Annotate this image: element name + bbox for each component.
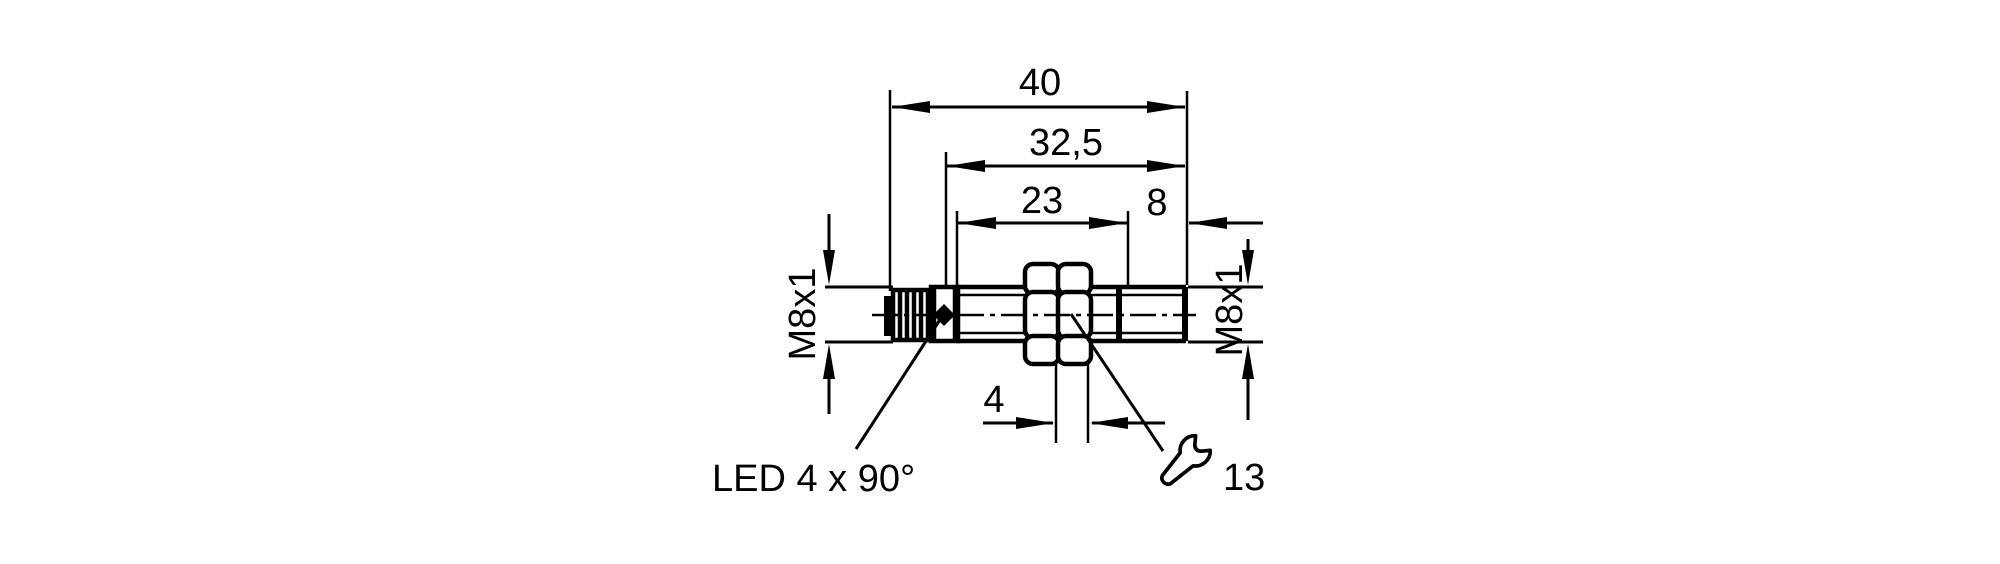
thread-lines (958, 293, 1184, 335)
lock-nut-right (1055, 261, 1094, 367)
arrowhead (958, 217, 996, 229)
wrench-icon (1160, 433, 1213, 486)
connector-thread (890, 287, 934, 343)
dim-barrel-length-label: 23 (1021, 180, 1063, 222)
led-callout: LED 4 x 90° (712, 317, 943, 500)
lock-nut-left (1022, 261, 1062, 367)
led-label: LED 4 x 90° (712, 458, 915, 500)
barrel-outline (956, 284, 1186, 344)
arrowhead (1090, 417, 1128, 429)
arrowhead (1189, 217, 1227, 229)
dim-tip-length-label: 8 (1146, 182, 1167, 224)
dim-housing-length: 32,5 (944, 122, 1185, 289)
wrench-leader-line (1069, 313, 1165, 452)
dim-connector-thread: M8x1 (782, 214, 893, 414)
dim-tip-length: 8 (1146, 182, 1263, 229)
arrowhead (1147, 101, 1185, 113)
dim-housing-length-label: 32,5 (1029, 122, 1103, 164)
dim-nut-thickness-label: 4 (983, 379, 1004, 421)
led-leader-line (854, 317, 943, 450)
dim-sensing-thread: M8x1 (1188, 239, 1263, 420)
dim-connector-thread-label: M8x1 (782, 268, 824, 361)
arrowhead (1147, 160, 1185, 172)
wrench-callout: 13 (1069, 313, 1265, 499)
arrowhead (1242, 344, 1254, 379)
dim-barrel-length: 23 (955, 180, 1130, 288)
arrowhead (823, 250, 835, 285)
arrowhead (1016, 417, 1054, 429)
dim-sensing-thread-label: M8x1 (1209, 264, 1251, 357)
dim-overall-length-label: 40 (1019, 62, 1061, 104)
wrench-size-label: 13 (1223, 457, 1265, 499)
dim-nut-thickness: 4 (983, 364, 1165, 443)
arrowhead (947, 160, 985, 172)
sensor-body (872, 261, 1196, 367)
arrowhead (892, 101, 930, 113)
arrowhead (823, 344, 835, 379)
arrowhead (1089, 217, 1127, 229)
arrowhead (1242, 250, 1254, 285)
dim-overall-length: 40 (888, 62, 1189, 291)
